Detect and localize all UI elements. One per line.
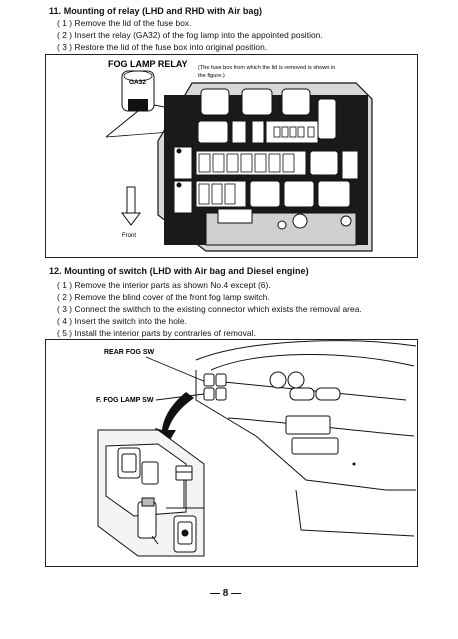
front-arrow-icon — [121, 186, 141, 226]
fuse-box-note-line1: (The fuse box from which the lid is remo… — [198, 65, 335, 71]
relay-ga32-icon: GA32 — [121, 70, 155, 112]
section-11-step-1: ( 1 ) Remove the lid of the fuse box. — [57, 18, 192, 28]
fog-lamp-relay-label: FOG LAMP RELAY — [108, 59, 188, 69]
section-12-step-5: ( 5 ) Install the interior parts by cont… — [57, 328, 256, 338]
section-12-step-1: ( 1 ) Remove the interior parts as shown… — [57, 280, 271, 290]
section-12-title: 12. Mounting of switch (LHD with Air bag… — [49, 266, 309, 276]
section-12-step-4: ( 4 ) Insert the switch into the hole. — [57, 316, 187, 326]
switch-mounting-figure: REAR FOG SW F. FOG LAMP SW — [45, 339, 418, 567]
section-12-step-2: ( 2 ) Remove the blind cover of the fron… — [57, 292, 270, 302]
page-number: — 8 — — [210, 588, 242, 599]
front-fog-lamp-sw-label: F. FOG LAMP SW — [96, 397, 154, 404]
rear-fog-sw-label: REAR FOG SW — [104, 349, 155, 356]
fuse-box-drawing: FOG LAMP RELAY (The fuse box from which … — [105, 59, 373, 252]
dash-switch-slots — [203, 373, 227, 401]
switch-exploded-view — [97, 429, 205, 557]
section-11-step-3: ( 3 ) Restore the lid of the fuse box in… — [57, 42, 268, 52]
front-label: Front — [122, 233, 136, 239]
air-vent-icons — [269, 371, 341, 455]
dashboard-outline — [195, 340, 417, 537]
fuse-box-note-line2: the figure.) — [198, 73, 225, 79]
fuse-box-figure: FOG LAMP RELAY (The fuse box from which … — [45, 54, 418, 258]
fuse-box-body — [157, 82, 373, 252]
section-11-step-2: ( 2 ) Insert the relay (GA32) of the fog… — [57, 30, 323, 40]
switch-mounting-drawing: REAR FOG SW F. FOG LAMP SW — [96, 340, 417, 557]
relay-code-label: GA32 — [129, 79, 146, 86]
section-12-step-3: ( 3 ) Connect the swithch to the existin… — [57, 304, 362, 314]
section-11-title: 11. Mounting of relay (LHD and RHD with … — [49, 6, 263, 16]
